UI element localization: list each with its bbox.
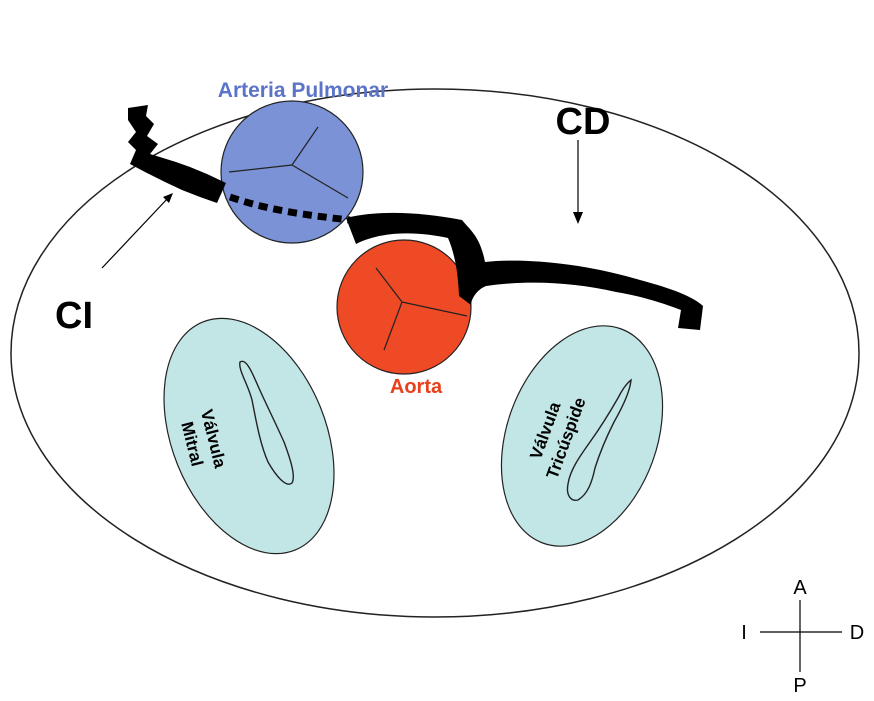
ci-label: CI: [55, 295, 93, 337]
pulmonary-artery-circle: [220, 100, 364, 244]
aorta-cusp-lines: [375, 267, 468, 351]
mitral-valve-orifice: [239, 360, 294, 485]
left-coronary-dashed: [228, 193, 351, 224]
orientation-compass: A P I D: [741, 577, 864, 697]
ci-arrow-line: [101, 196, 170, 269]
pulmonary-artery-label: Arteria Pulmonar: [218, 79, 388, 102]
cd-arrow-head: [573, 212, 583, 224]
aorta-circle: [336, 239, 472, 375]
right-coronary-vessel: [346, 212, 703, 330]
pulmonary-cusp-lines: [228, 126, 349, 199]
tricuspid-valve-body: [500, 325, 664, 547]
tricuspid-valve-orifice: [566, 378, 632, 501]
compass-posterior: P: [793, 675, 806, 697]
compass-anterior: A: [793, 577, 807, 599]
pulmonary-artery: [220, 100, 364, 244]
aorta: [336, 239, 472, 375]
tricuspid-valve: [500, 325, 664, 547]
aorta-label: Aorta: [390, 376, 443, 398]
cd-label: CD: [556, 101, 611, 143]
mitral-valve: [163, 317, 335, 555]
compass-right: D: [850, 622, 864, 644]
mitral-valve-body: [163, 317, 335, 555]
ci-arrow-head: [163, 193, 173, 203]
left-coronary-vessel: [128, 105, 226, 203]
compass-left: I: [741, 622, 747, 644]
